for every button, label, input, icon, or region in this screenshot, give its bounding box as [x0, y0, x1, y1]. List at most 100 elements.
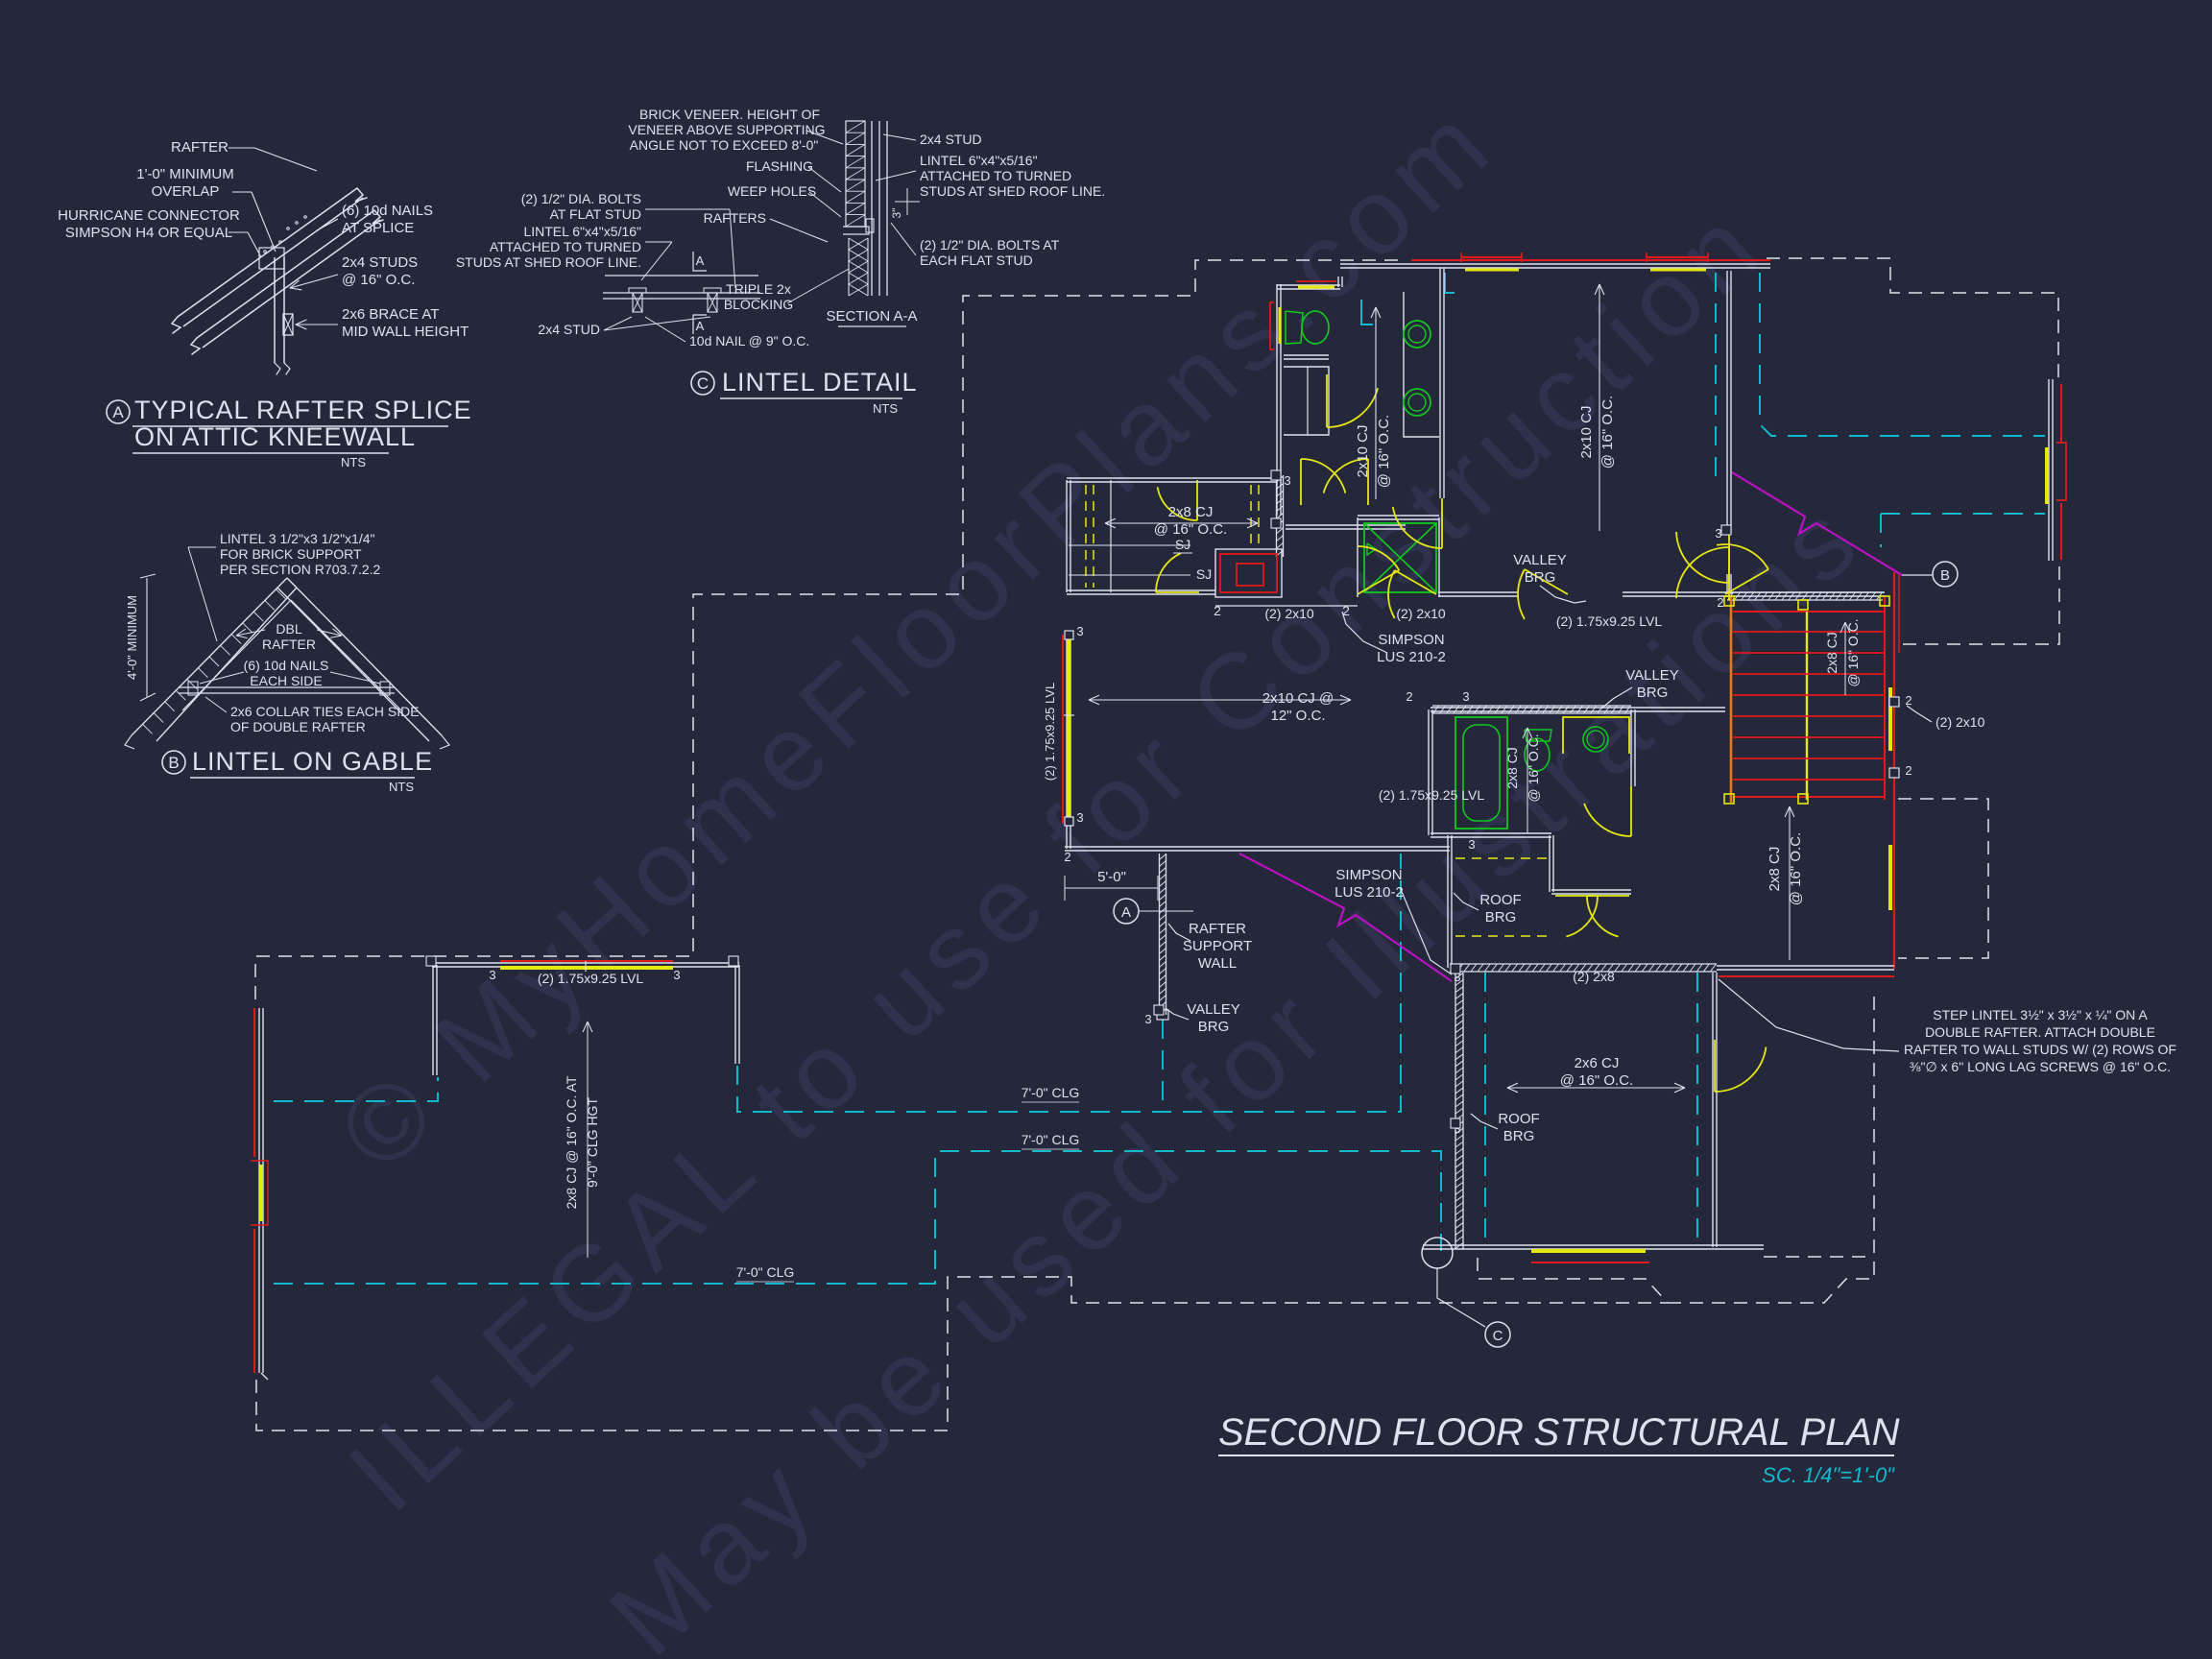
svg-text:EACH SIDE: EACH SIDE: [250, 673, 322, 688]
svg-text:VENEER ABOVE SUPPORTING: VENEER ABOVE SUPPORTING: [628, 122, 825, 137]
svg-text:LINTEL 6"x4"x5/16": LINTEL 6"x4"x5/16": [920, 153, 1038, 168]
svg-text:OVERLAP: OVERLAP: [152, 183, 220, 200]
svg-text:(2) 2x8: (2) 2x8: [1573, 969, 1615, 984]
svg-text:3: 3: [1715, 526, 1721, 541]
svg-text:2x4 STUD: 2x4 STUD: [538, 322, 600, 337]
svg-text:(2) 1.75x9.25 LVL: (2) 1.75x9.25 LVL: [1379, 787, 1484, 803]
svg-text:2x4 STUDS: 2x4 STUDS: [342, 254, 418, 271]
svg-text:ANGLE NOT TO EXCEED 8'-0": ANGLE NOT TO EXCEED 8'-0": [630, 137, 819, 153]
svg-text:9'-0" CLG HGT: 9'-0" CLG HGT: [585, 1097, 600, 1188]
svg-text:2x10 CJ: 2x10 CJ: [1355, 424, 1371, 477]
svg-text:VALLEY: VALLEY: [1513, 552, 1567, 568]
svg-text:B: B: [1940, 567, 1950, 584]
svg-text:VALLEY: VALLEY: [1187, 1001, 1240, 1018]
svg-text:2x4 STUD: 2x4 STUD: [920, 132, 982, 147]
svg-text:RAFTER: RAFTER: [262, 637, 316, 652]
svg-text:2x6 BRACE AT: 2x6 BRACE AT: [342, 306, 439, 323]
svg-text:SECOND FLOOR STRUCTURAL PLAN: SECOND FLOOR STRUCTURAL PLAN: [1218, 1411, 1900, 1454]
svg-text:BRG: BRG: [1198, 1019, 1230, 1035]
svg-text:3: 3: [1462, 689, 1469, 704]
svg-text:2: 2: [1905, 693, 1911, 708]
svg-text:@ 16" O.C.: @ 16" O.C.: [1845, 618, 1861, 686]
svg-text:7'-0" CLG: 7'-0" CLG: [1022, 1132, 1080, 1147]
svg-text:(6) 10d NAILS: (6) 10d NAILS: [244, 658, 329, 673]
svg-text:4'-0" MINIMUM: 4'-0" MINIMUM: [125, 595, 139, 680]
svg-text:@ 16" O.C.: @ 16" O.C.: [342, 272, 415, 288]
svg-text:C: C: [697, 374, 709, 393]
svg-text:DOUBLE RAFTER. ATTACH DOUBLE: DOUBLE RAFTER. ATTACH DOUBLE: [1925, 1024, 2155, 1040]
svg-text:⅜"∅ x 6" LONG LAG SCREWS @ 16": ⅜"∅ x 6" LONG LAG SCREWS @ 16" O.C.: [1910, 1059, 2171, 1074]
svg-text:ROOF: ROOF: [1498, 1111, 1539, 1127]
svg-text:3": 3": [890, 208, 903, 219]
svg-text:3: 3: [1284, 473, 1290, 488]
svg-text:AT FLAT STUD: AT FLAT STUD: [550, 206, 641, 222]
svg-text:RAFTER: RAFTER: [171, 139, 228, 156]
svg-text:LINTEL 6"x4"x5/16": LINTEL 6"x4"x5/16": [523, 224, 641, 239]
svg-text:2: 2: [1214, 603, 1221, 618]
svg-text:TRIPLE 2x: TRIPLE 2x: [726, 281, 791, 297]
svg-text:1'-0" MINIMUM: 1'-0" MINIMUM: [136, 166, 234, 182]
svg-text:3: 3: [1076, 624, 1083, 638]
svg-text:SUPPORT: SUPPORT: [1183, 938, 1252, 954]
svg-text:2: 2: [1905, 763, 1911, 778]
svg-text:DBL: DBL: [276, 621, 301, 637]
svg-text:SIMPSON: SIMPSON: [1335, 867, 1402, 883]
svg-text:(6) 10d NAILS: (6) 10d NAILS: [342, 203, 433, 219]
svg-text:STEP LINTEL 3½" x 3½" x ¼" ON: STEP LINTEL 3½" x 3½" x ¼" ON A: [1933, 1007, 2148, 1022]
svg-text:B: B: [168, 754, 179, 772]
svg-text:A: A: [696, 253, 705, 268]
svg-text:BRG: BRG: [1525, 569, 1556, 586]
svg-text:FOR BRICK SUPPORT: FOR BRICK SUPPORT: [220, 546, 362, 562]
svg-text:ROOF: ROOF: [1479, 892, 1521, 908]
svg-text:SIMPSON: SIMPSON: [1378, 632, 1444, 648]
svg-text:STUDS AT SHED ROOF LINE.: STUDS AT SHED ROOF LINE.: [920, 183, 1105, 199]
svg-text:OF DOUBLE RAFTER: OF DOUBLE RAFTER: [230, 719, 366, 734]
svg-text:(2) 2x10: (2) 2x10: [1936, 714, 1985, 730]
svg-text:3: 3: [1454, 970, 1460, 984]
svg-text:10d NAIL @ 9" O.C.: 10d NAIL @ 9" O.C.: [689, 333, 809, 349]
svg-text:BRICK VENEER. HEIGHT OF: BRICK VENEER. HEIGHT OF: [639, 107, 820, 122]
svg-text:ATTACHED TO TURNED: ATTACHED TO TURNED: [490, 239, 641, 254]
svg-text:(2) 1/2" DIA. BOLTS: (2) 1/2" DIA. BOLTS: [521, 191, 641, 206]
svg-text:HURRICANE CONNECTOR: HURRICANE CONNECTOR: [58, 207, 240, 224]
svg-text:5'-0": 5'-0": [1097, 869, 1126, 885]
svg-text:SJ: SJ: [1196, 566, 1212, 582]
svg-text:2: 2: [1717, 595, 1723, 610]
svg-text:NTS: NTS: [873, 401, 898, 416]
svg-text:NTS: NTS: [389, 780, 414, 794]
svg-text:RAFTER: RAFTER: [1189, 921, 1246, 937]
svg-text:3: 3: [1144, 1012, 1151, 1026]
svg-text:BRG: BRG: [1503, 1128, 1535, 1144]
svg-text:@ 16" O.C.: @ 16" O.C.: [1526, 733, 1541, 802]
svg-text:TYPICAL RAFTER SPLICE: TYPICAL RAFTER SPLICE: [134, 396, 472, 424]
svg-text:2x10 CJ @: 2x10 CJ @: [1262, 690, 1334, 707]
svg-text:3: 3: [673, 968, 680, 982]
svg-text:2: 2: [1342, 603, 1350, 618]
svg-text:2x8 CJ @ 16" O.C. AT: 2x8 CJ @ 16" O.C. AT: [564, 1075, 579, 1209]
svg-text:(2) 2x10: (2) 2x10: [1396, 606, 1446, 621]
svg-text:STUDS AT SHED ROOF LINE.: STUDS AT SHED ROOF LINE.: [456, 254, 641, 270]
svg-text:12" O.C.: 12" O.C.: [1270, 708, 1325, 724]
svg-text:SIMPSON H4 OR EQUAL: SIMPSON H4 OR EQUAL: [65, 225, 232, 241]
svg-text:AT SPLICE: AT SPLICE: [342, 220, 414, 236]
svg-text:@ 16" O.C.: @ 16" O.C.: [1376, 415, 1392, 488]
svg-text:SJ: SJ: [1175, 537, 1190, 552]
svg-text:(2) 1.75x9.25 LVL: (2) 1.75x9.25 LVL: [538, 971, 643, 986]
svg-text:2x10 CJ: 2x10 CJ: [1578, 405, 1595, 458]
svg-text:(2) 1.75x9.25 LVL: (2) 1.75x9.25 LVL: [1556, 613, 1662, 629]
svg-text:LINTEL 3 1/2"x3 1/2"x1/4": LINTEL 3 1/2"x3 1/2"x1/4": [220, 531, 375, 546]
svg-text:C: C: [1493, 1328, 1503, 1344]
svg-text:2: 2: [1064, 850, 1070, 864]
svg-text:@ 16" O.C.: @ 16" O.C.: [1599, 396, 1616, 469]
svg-text:LINTEL DETAIL: LINTEL DETAIL: [722, 368, 918, 397]
svg-text:@ 16" O.C.: @ 16" O.C.: [1154, 521, 1227, 538]
svg-text:2x8 CJ: 2x8 CJ: [1824, 632, 1839, 674]
svg-text:7'-0" CLG: 7'-0" CLG: [1022, 1085, 1080, 1100]
svg-text:VALLEY: VALLEY: [1625, 667, 1679, 684]
svg-text:ON ATTIC KNEEWALL: ON ATTIC KNEEWALL: [134, 422, 416, 451]
svg-text:SECTION A-A: SECTION A-A: [826, 308, 917, 325]
svg-text:@ 16" O.C.: @ 16" O.C.: [1560, 1072, 1633, 1089]
svg-text:@ 16" O.C.: @ 16" O.C.: [1788, 832, 1804, 905]
svg-text:2x8 CJ: 2x8 CJ: [1504, 747, 1520, 789]
svg-text:3: 3: [1076, 810, 1083, 825]
